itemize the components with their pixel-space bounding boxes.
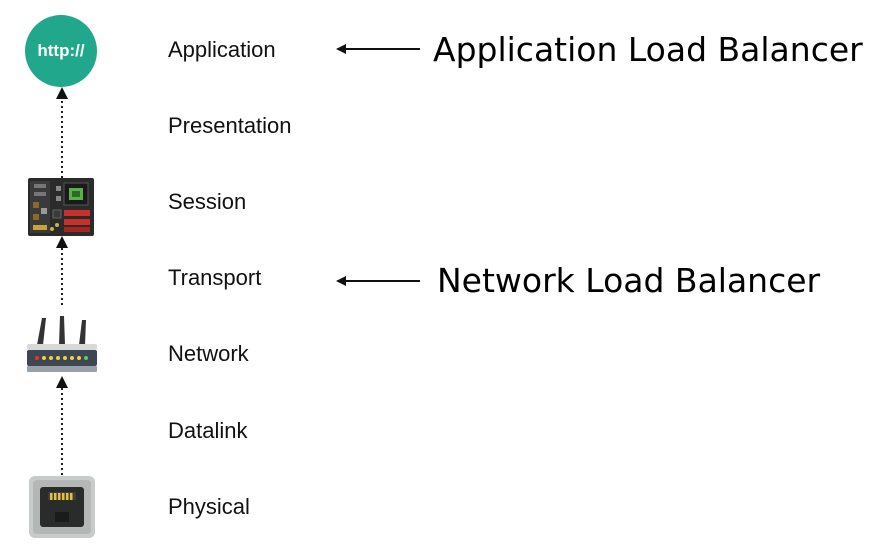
arrowhead-up-session [56, 236, 68, 248]
arrowhead-up-network [56, 376, 68, 388]
layer-network: Network [168, 341, 249, 366]
http-icon-text: http:// [37, 41, 85, 60]
layer-transport: Transport [168, 265, 262, 290]
http-circle-icon: http:// [25, 15, 97, 87]
layer-application: Application [168, 37, 276, 62]
network-load-balancer-label: Network Load Balancer [437, 261, 821, 300]
layer-datalink: Datalink [168, 418, 248, 443]
motherboard-icon [28, 178, 94, 236]
application-load-balancer-label: Application Load Balancer [433, 30, 863, 69]
arrowhead-left-application [336, 44, 346, 54]
arrowhead-left-transport [336, 276, 346, 286]
ethernet-port-icon [29, 476, 95, 538]
layer-physical: Physical [168, 494, 250, 519]
router-icon [27, 316, 97, 372]
layer-presentation: Presentation [168, 113, 292, 138]
layer-session: Session [168, 189, 247, 214]
arrowhead-up-application [56, 87, 68, 99]
